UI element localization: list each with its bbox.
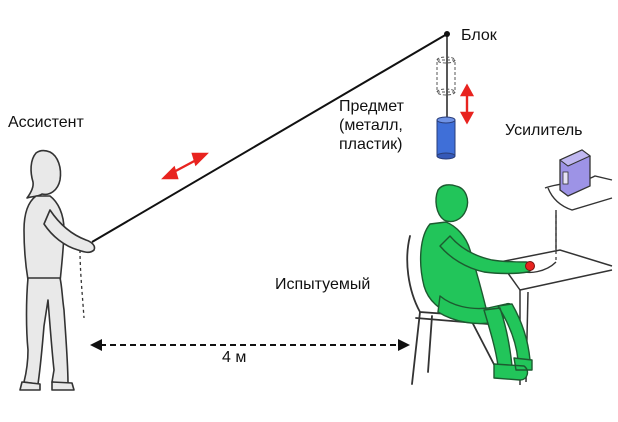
amplifier-box bbox=[559, 149, 591, 197]
assistant-head bbox=[26, 149, 62, 199]
assistant-legs bbox=[23, 277, 69, 385]
assistant-feet bbox=[19, 381, 75, 391]
label-block: Блок bbox=[461, 27, 497, 44]
label-object: Предмет (металл, пластик) bbox=[339, 97, 404, 154]
object-ghost bbox=[436, 56, 456, 96]
rope-motion-arrow bbox=[161, 152, 209, 180]
label-distance: 4 м bbox=[222, 349, 247, 366]
response-button bbox=[525, 261, 535, 271]
assistant-figure bbox=[19, 149, 96, 391]
subject-feet bbox=[493, 357, 533, 381]
pulley-rope bbox=[91, 33, 448, 243]
subject-head bbox=[435, 184, 469, 223]
assistant-cord bbox=[79, 249, 85, 319]
object-cylinder bbox=[436, 116, 456, 160]
label-subject: Испытуемый bbox=[275, 276, 371, 293]
label-object-line2: (металл, bbox=[339, 117, 403, 134]
label-amplifier: Усилитель bbox=[505, 122, 583, 139]
assistant-arm bbox=[43, 209, 96, 254]
label-object-line3: пластик) bbox=[339, 136, 403, 153]
object-motion-arrow bbox=[459, 83, 475, 125]
distance-arrow bbox=[90, 339, 410, 351]
label-object-line1: Предмет bbox=[339, 98, 404, 115]
label-assistant: Ассистент bbox=[8, 114, 84, 131]
subject-figure bbox=[419, 184, 533, 381]
